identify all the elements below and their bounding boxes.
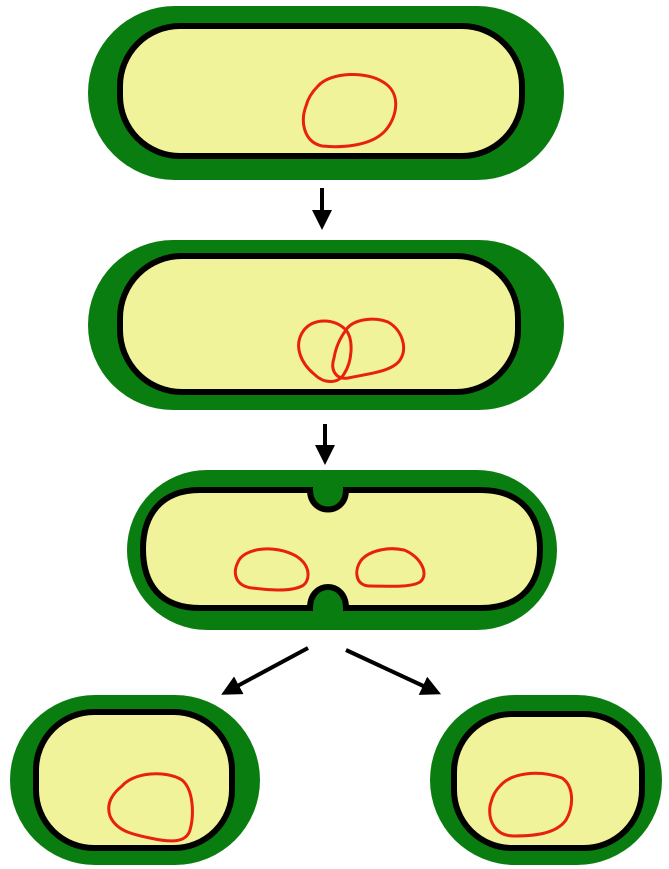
cell-membrane xyxy=(117,253,521,395)
cell-stage-3 xyxy=(127,470,557,630)
chromosome xyxy=(107,772,194,843)
arrow-right-daughter xyxy=(345,648,442,695)
chromosome xyxy=(301,72,398,149)
cell-stage-2 xyxy=(88,240,564,410)
chromosome-copy-1 xyxy=(297,319,353,383)
chromosome xyxy=(488,771,573,838)
cell-membrane xyxy=(117,23,525,159)
daughter-cell-right xyxy=(430,695,662,865)
daughter-cell-left xyxy=(10,695,260,865)
cell-membrane xyxy=(33,709,235,851)
chromosome-copy-2 xyxy=(331,317,405,380)
cell-membrane xyxy=(451,711,645,851)
cell-stage-1 xyxy=(88,6,564,180)
chromosome-left xyxy=(233,547,310,592)
chromosome-right xyxy=(355,547,426,588)
cell-membrane xyxy=(139,487,544,611)
arrow-left-daughter xyxy=(221,646,309,695)
